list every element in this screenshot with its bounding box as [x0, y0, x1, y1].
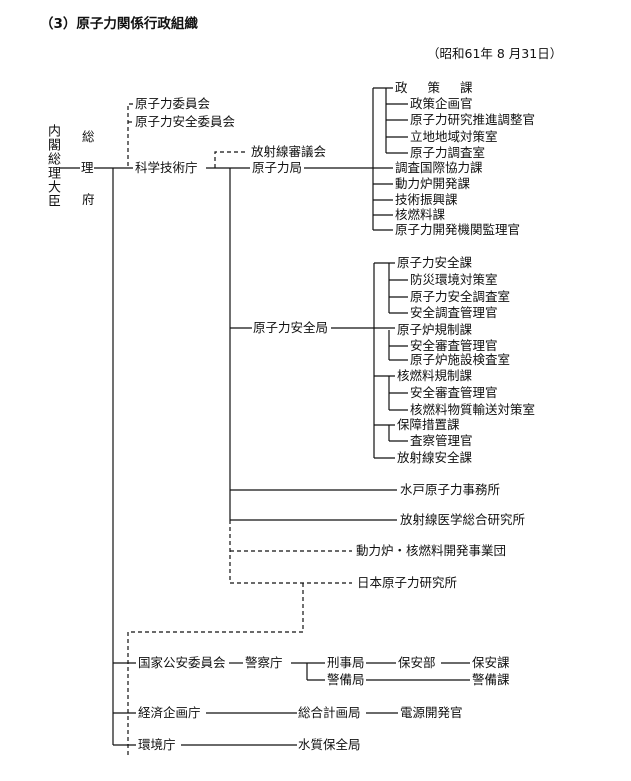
node-subunit: 安全審査管理官: [410, 385, 498, 400]
node-division: 核燃料課: [395, 207, 446, 222]
node-subunit: 防災環境対策室: [410, 272, 498, 287]
node-division: 調査国際協力課: [395, 160, 483, 175]
node-cabinet: 内閣総理大臣: [45, 124, 60, 208]
node-subunit: 安全審査管理官: [410, 338, 498, 353]
node-division: 技術振興課: [395, 192, 458, 207]
node-division: 保障措置課: [397, 417, 460, 432]
node-atomic-energy-bureau: 原子力局: [252, 160, 303, 175]
node-water-bureau: 水質保全局: [298, 737, 361, 752]
node-division: 動力炉開発課: [395, 176, 471, 191]
node-policy-sub: 政策企画官: [410, 96, 473, 111]
node-nirs: 放射線医学総合研究所: [400, 512, 526, 527]
node-subunit: 査察管理官: [410, 433, 473, 448]
node-pm-office-1: 総: [82, 129, 95, 144]
node-pnc: 動力炉・核燃料開発事業団: [356, 543, 507, 558]
node-pm-office-2: 理: [81, 160, 94, 175]
node-division: 放射線安全課: [397, 450, 473, 465]
node-subunit: 原子炉施設検査室: [410, 352, 511, 367]
node-policy-division: 政策課: [395, 80, 493, 95]
node-policy-sub: 立地地域対策室: [410, 129, 498, 144]
node-subunit: 安全調査管理官: [410, 305, 498, 320]
node-npa: 警察庁: [245, 655, 283, 670]
node-mito-office: 水戸原子力事務所: [400, 482, 501, 497]
node-pm-office-3: 府: [82, 192, 95, 207]
node-env-agency: 環境庁: [138, 737, 176, 752]
page-title: （3）原子力関係行政組織: [40, 16, 198, 32]
node-security-bureau: 警備局: [327, 672, 365, 687]
node-division: 原子炉規制課: [397, 322, 473, 337]
node-epa: 経済企画庁: [138, 705, 201, 720]
node-nsc: 原子力安全委員会: [135, 114, 236, 129]
node-security-division: 警備課: [472, 672, 510, 687]
node-criminal-bureau: 刑事局: [327, 655, 365, 670]
node-npsc: 国家公安委員会: [138, 655, 226, 670]
node-policy-sub: 原子力調査室: [410, 145, 486, 160]
node-jaeri: 日本原子力研究所: [357, 575, 458, 590]
node-division: 原子力安全課: [397, 255, 473, 270]
node-radiation-council: 放射線審議会: [251, 144, 327, 159]
node-subunit: 核燃料物質輸送対策室: [410, 402, 536, 417]
node-power-dev: 電源開発官: [400, 705, 463, 720]
node-safety-bureau: 原子力安全局: [253, 320, 329, 335]
node-policy-sub: 原子力研究推進調整官: [410, 112, 536, 127]
node-planning-bureau: 総合計画局: [298, 705, 361, 720]
date-label: （昭和61年 8 月31日）: [427, 46, 563, 61]
node-safety-dept: 保安部: [398, 655, 436, 670]
node-safety-division: 保安課: [472, 655, 510, 670]
node-division: 核燃料規制課: [397, 368, 473, 383]
node-aec: 原子力委員会: [135, 96, 211, 111]
node-subunit: 原子力安全調査室: [410, 289, 511, 304]
node-division: 原子力開発機関監理官: [395, 222, 521, 237]
node-sta: 科学技術庁: [135, 160, 198, 175]
